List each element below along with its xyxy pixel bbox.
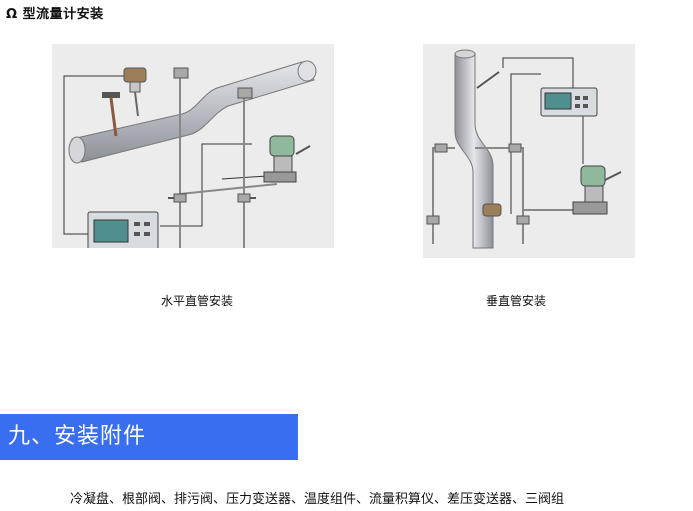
- pressure-transmitter: [482, 203, 502, 217]
- drain-valve-right: [237, 193, 256, 203]
- signal-wiring: [502, 57, 584, 214]
- vertical-installation-caption: 垂直管安装: [485, 294, 546, 308]
- temperature-sensor: [476, 71, 500, 89]
- drain-valve-left: [168, 193, 187, 203]
- temperature-sensor: [102, 92, 120, 137]
- accessories-list: 冷凝盘、根部阀、排污阀、压力变送器、温度组件、流量积算仪、差压变送器、三阀组: [70, 492, 565, 507]
- page-title: Ω 型流量计安装: [6, 7, 104, 22]
- root-valve: [173, 67, 253, 99]
- root-valve: [434, 143, 522, 153]
- impulse-lines: [179, 74, 278, 248]
- section-heading: 九、安装附件: [0, 414, 298, 460]
- omega-pipe: [68, 60, 317, 164]
- flow-totalizer: [540, 87, 598, 117]
- differential-pressure-transmitter: [263, 135, 311, 183]
- drain-valve-left: [426, 215, 440, 225]
- flow-totalizer: [87, 211, 159, 248]
- pressure-transmitter: [123, 67, 147, 117]
- omega-pipe: [454, 49, 494, 249]
- differential-pressure-transmitter: [572, 165, 622, 215]
- drain-valve-right: [516, 215, 530, 225]
- vertical-installation-diagram: [423, 44, 635, 258]
- horizontal-installation-diagram: [52, 44, 334, 248]
- horizontal-installation-caption: 水平直管安装: [160, 294, 233, 308]
